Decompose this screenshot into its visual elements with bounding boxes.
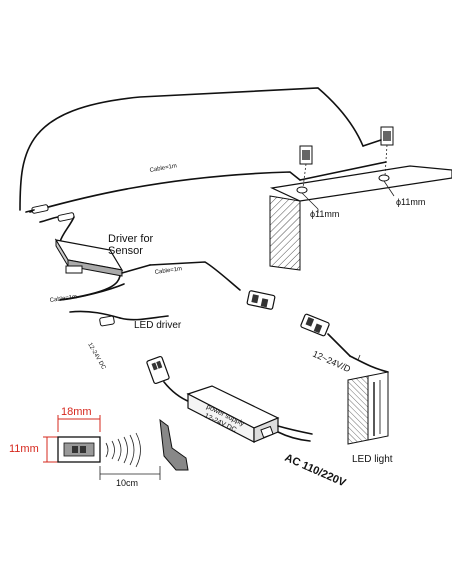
ac-input-label: AC 110/220V — [283, 452, 348, 490]
hole-annotation-left: ϕ11mm — [301, 192, 339, 219]
sensor-head-right — [380, 126, 394, 177]
led-light-label: LED light — [352, 454, 393, 465]
driver-label-line1: Driver for — [108, 233, 154, 245]
sensing-distance: 10cm — [116, 478, 138, 488]
hole-size-left: ϕ11mm — [310, 209, 339, 219]
dc-voltage-small: 12-24V DC — [86, 342, 106, 371]
power-supply-unit — [186, 385, 313, 443]
sensor-detail: 18mm 11mm 10cm — [9, 406, 189, 488]
mount-hole-right — [378, 174, 390, 182]
hole-annotation-right: ϕ11mm — [383, 180, 425, 207]
mount-hole-left — [296, 186, 308, 194]
led-light-cable — [349, 354, 389, 373]
cable-length-top: Cable=1m — [149, 163, 177, 174]
led-light-profile — [347, 371, 389, 445]
led-driver-label: LED driver — [134, 320, 182, 331]
cable-length-left: Cable=1m — [49, 294, 77, 304]
middle-cable — [59, 261, 241, 301]
dimension-height: 11mm — [9, 443, 39, 455]
upper-cables — [19, 87, 387, 223]
plug-connector-middle — [246, 290, 276, 310]
cabinet-shelf — [269, 165, 452, 271]
cable-length-mid: Cable=1m — [154, 266, 182, 276]
sensor-head-left — [299, 145, 313, 189]
driver-label-line2: Sensor — [108, 245, 143, 257]
sensor-driver-box — [54, 216, 151, 277]
dimension-width: 18mm — [61, 406, 92, 418]
led-driver-branch — [69, 310, 169, 327]
hole-size-right: ϕ11mm — [396, 197, 425, 207]
socket-connector-right — [300, 313, 351, 357]
driver-plug-lower — [146, 355, 191, 403]
